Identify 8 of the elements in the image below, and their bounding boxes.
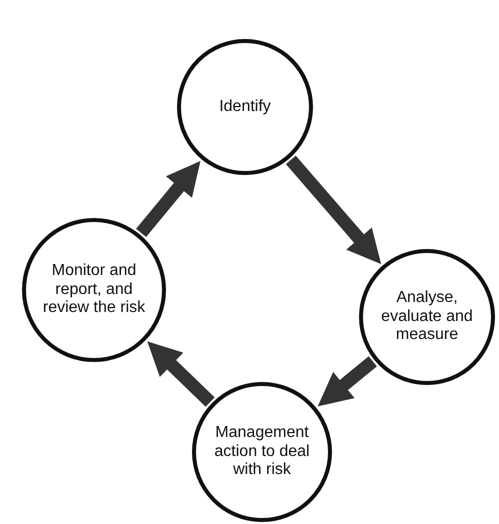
arrow [136, 161, 200, 238]
node-label: Identify [219, 98, 271, 116]
node-label: Monitor and report, and review the risk [42, 262, 146, 318]
arrow [286, 156, 382, 264]
arrow [147, 341, 215, 407]
node-label: Management action to deal with risk [213, 424, 311, 480]
node-label: Analyse, evaluate and measure [380, 289, 474, 345]
arrow [318, 356, 377, 406]
